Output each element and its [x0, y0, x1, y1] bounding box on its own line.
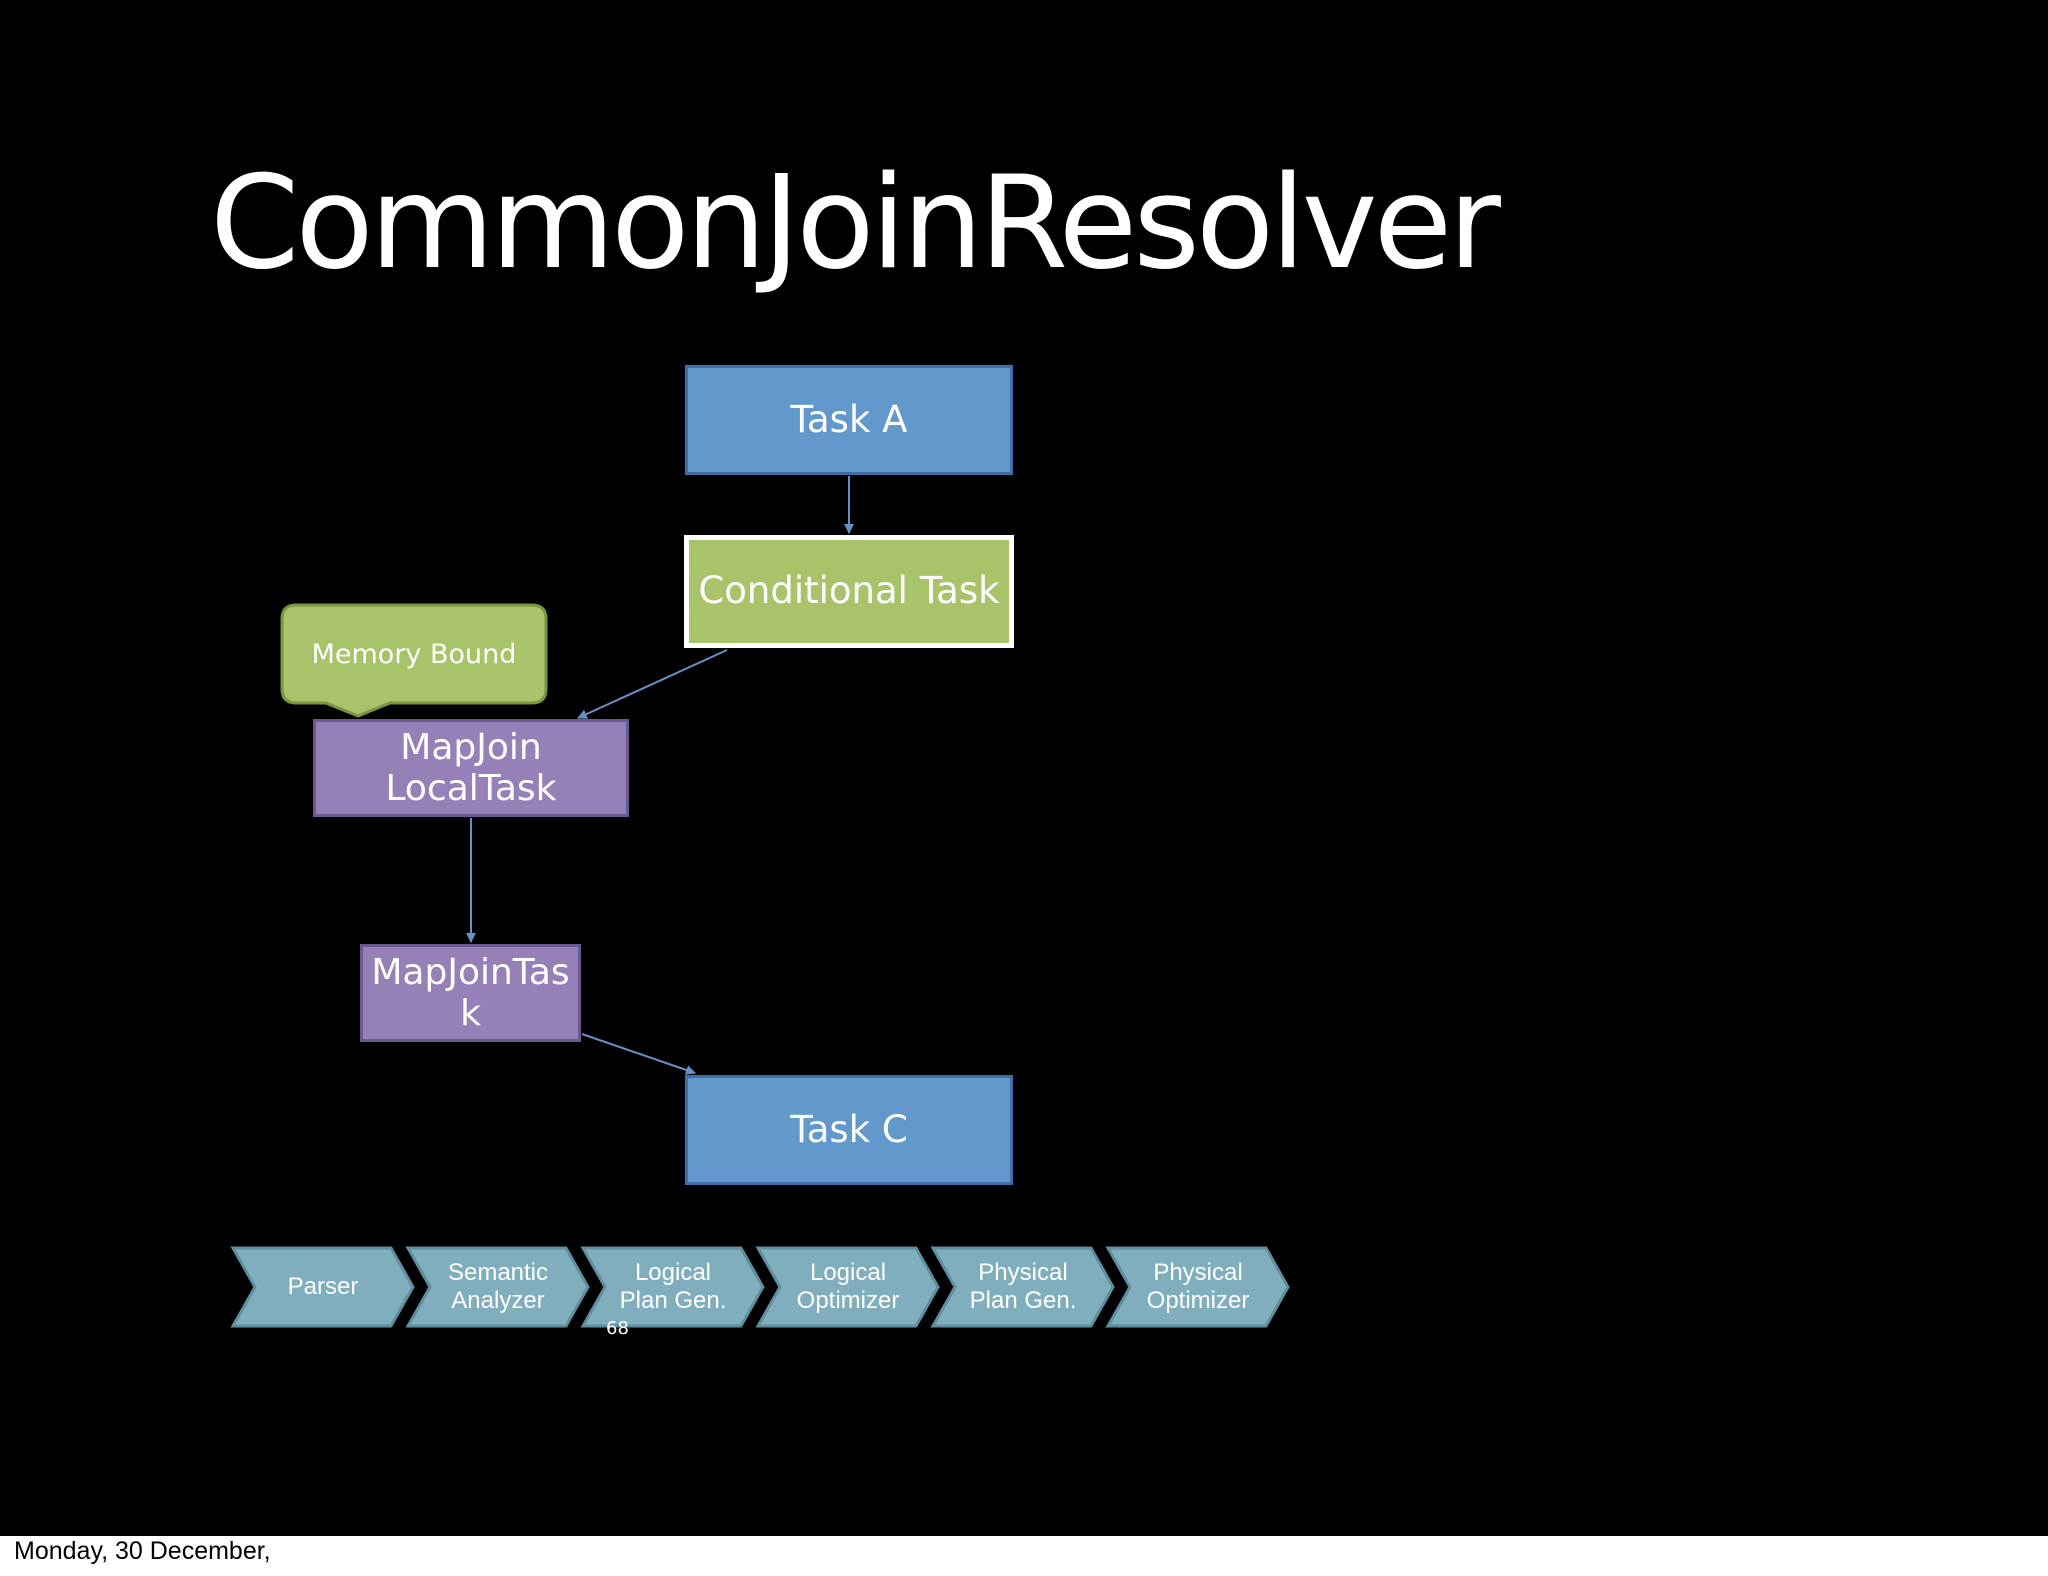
pipeline-stage-label: Physical Optimizer [1146, 1259, 1250, 1314]
task-c-node: Task C [685, 1075, 1013, 1185]
memory-bound-callout [280, 603, 548, 718]
pipeline-stage-chevron [230, 1246, 415, 1328]
page-number: 68 [606, 1318, 629, 1339]
task-a-node: Task A [685, 365, 1013, 475]
pipeline-stage-chevron [1105, 1246, 1290, 1328]
pipeline-stage-chevron [755, 1246, 940, 1328]
slide: CommonJoinResolver Task A Conditional Ta… [0, 0, 2048, 1536]
mapjoin-task-node: MapJoinTas k [360, 944, 581, 1042]
mapjoin-localtask-node: MapJoin LocalTask [313, 719, 629, 817]
pipeline-stage-chevron [930, 1246, 1115, 1328]
pipeline-stage-label: Physical Plan Gen. [969, 1259, 1077, 1314]
pipeline-stage-chevron [580, 1246, 765, 1328]
arrow-mapjoin-to-taskc [581, 1033, 696, 1075]
pipeline-chevrons [230, 1246, 1290, 1328]
flow-arrows [466, 476, 854, 1075]
conditional-task-node: Conditional Task [684, 535, 1014, 648]
pipeline-stage-label: Logical Optimizer [796, 1259, 900, 1314]
pipeline-stage-chevron [405, 1246, 590, 1328]
pipeline-stage-label: Parser [287, 1273, 359, 1301]
pipeline-stage-label: Semantic Analyzer [447, 1259, 549, 1314]
footer-date: Monday, 30 December, [14, 1537, 271, 1565]
pipeline-stage-label: Logical Plan Gen. [619, 1259, 727, 1314]
memory-bound-label: Memory Bound [311, 638, 517, 670]
arrow-conditional-to-mapjoin-local [577, 649, 728, 719]
slide-title: CommonJoinResolver [210, 149, 1501, 298]
